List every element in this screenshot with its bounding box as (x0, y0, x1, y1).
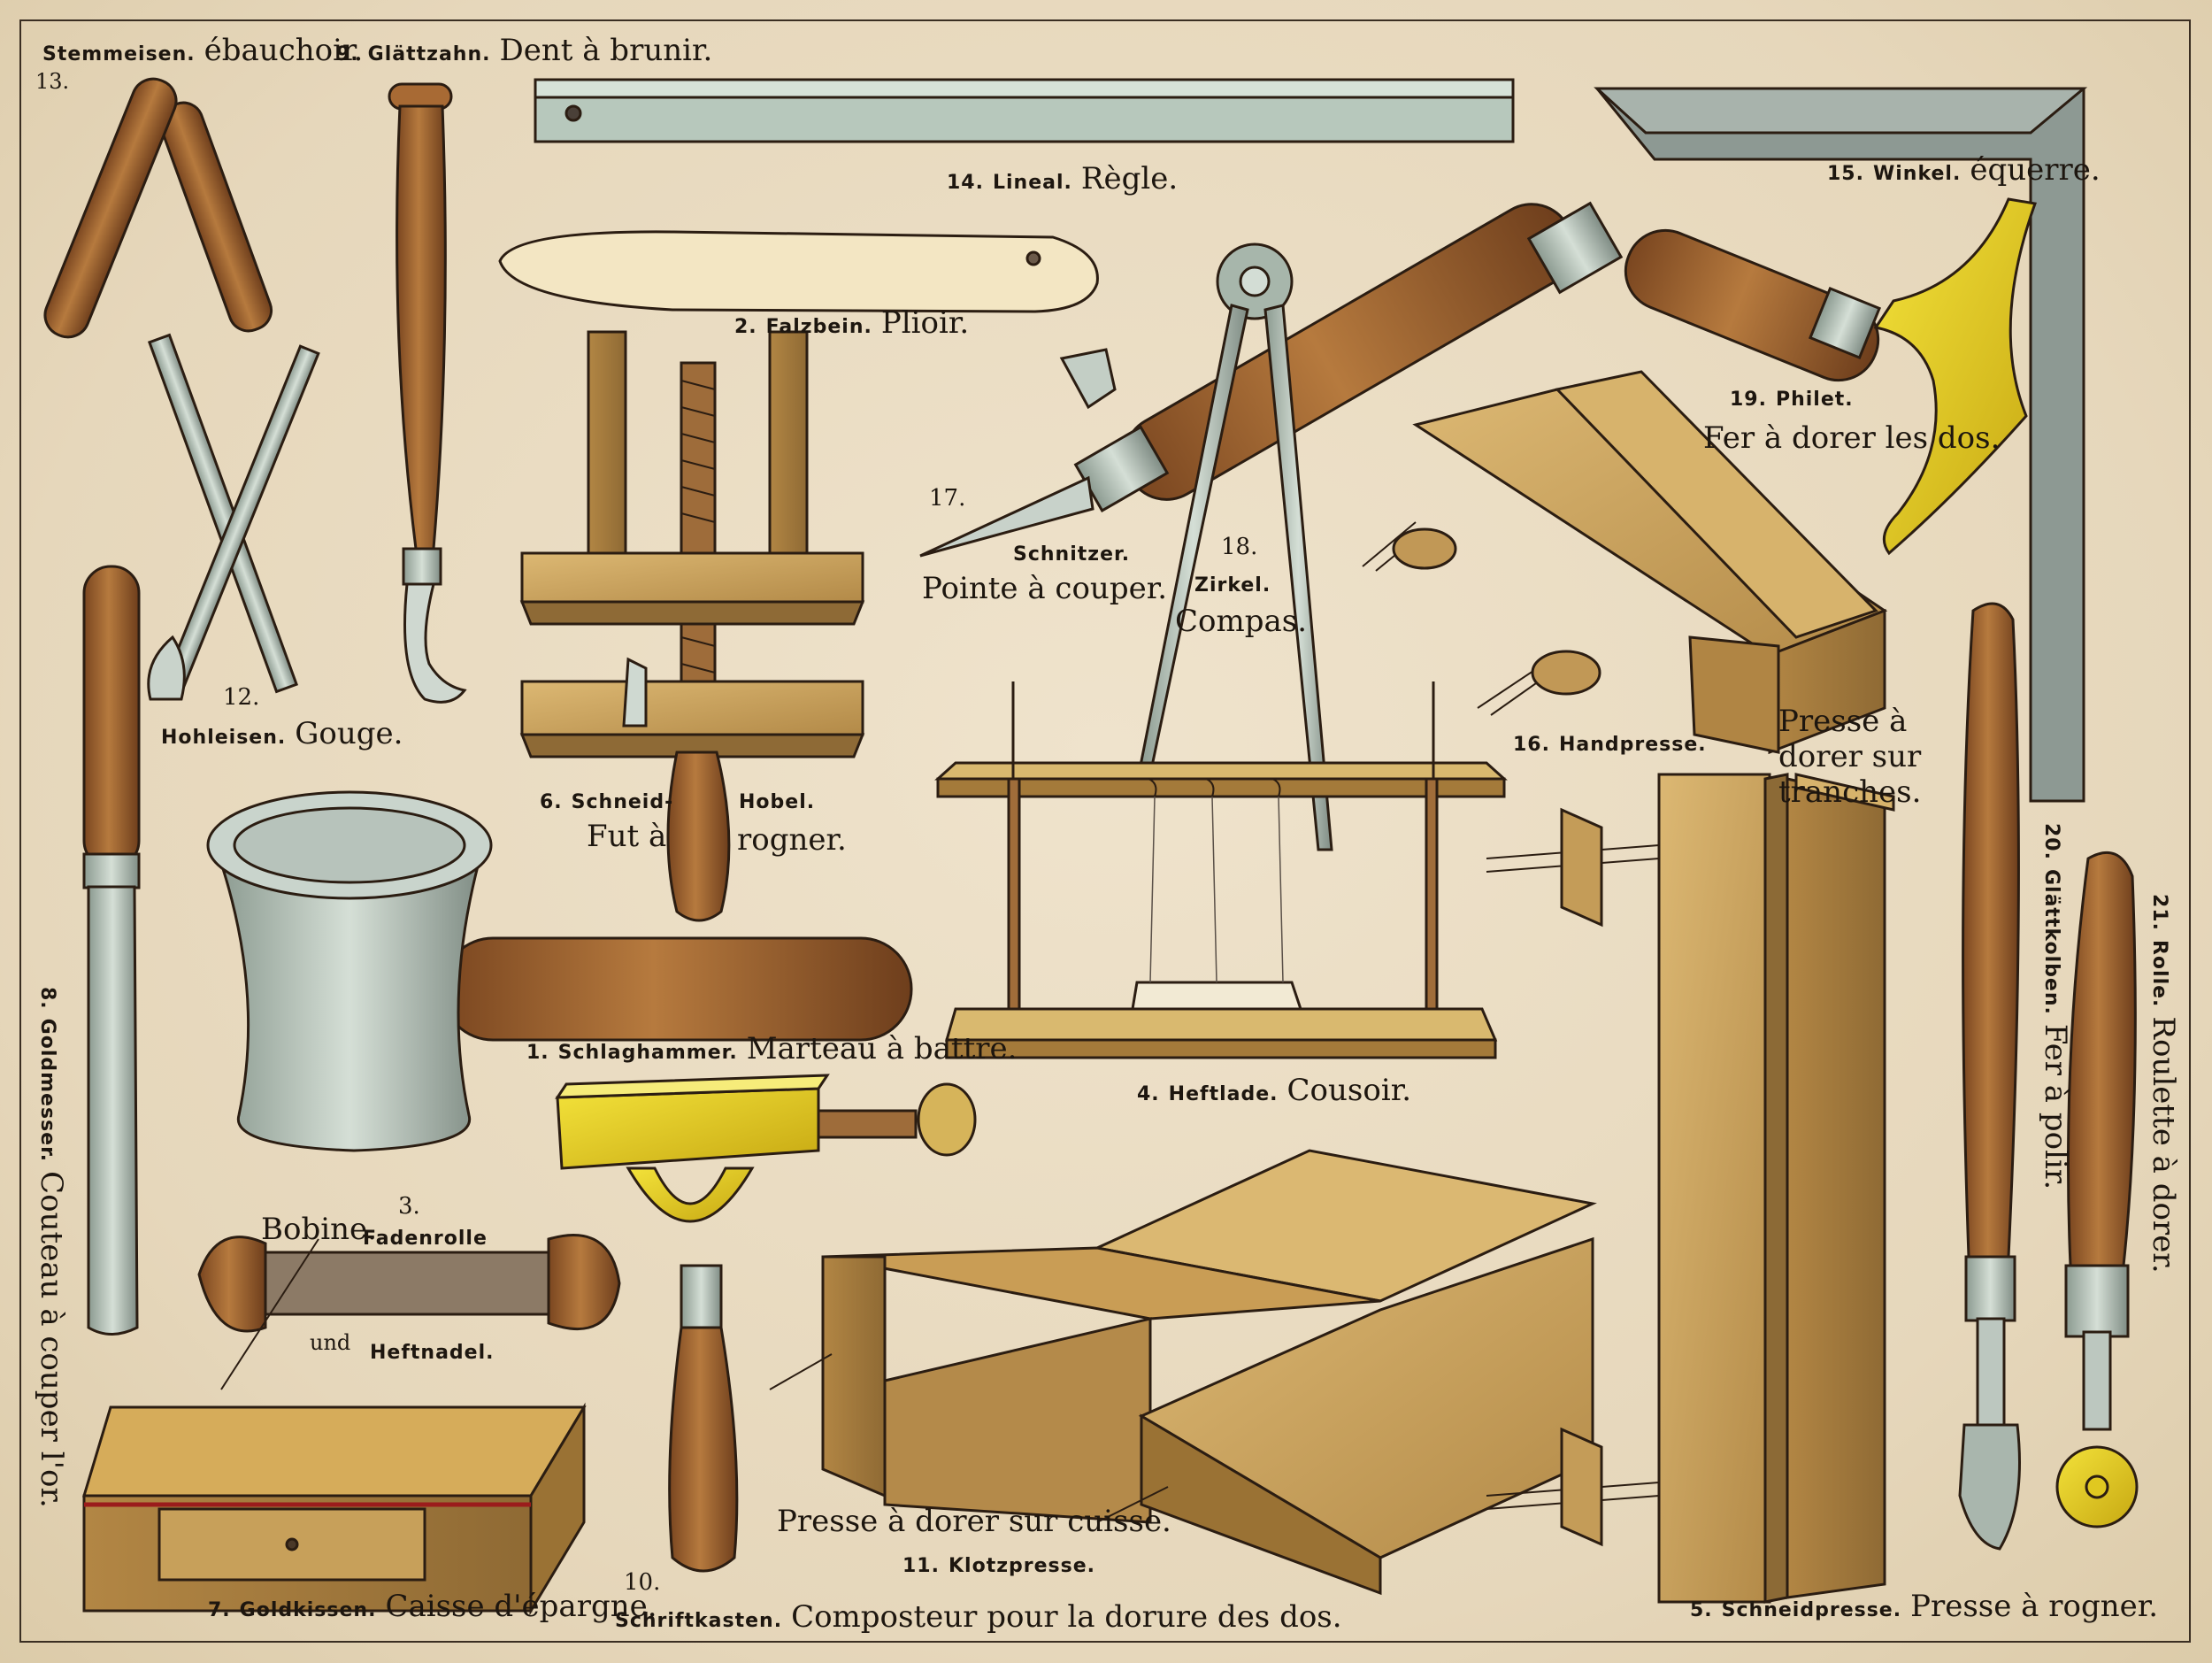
label-11-fr: Presse à dorer sur cuisse. (777, 1504, 1171, 1539)
label-20: 20.Glättkolben.Fer à polir. (2038, 823, 2073, 1190)
gouge-12 (147, 635, 186, 701)
label-12-number: 12. (223, 684, 260, 711)
thread-spool-3 (197, 1234, 621, 1390)
label-3-und: und (310, 1330, 351, 1355)
ruler-14 (534, 78, 1515, 143)
label-1: 1.Schlaghammer.Marteau à battre. (526, 1031, 1018, 1066)
label-8: 8.Goldmesser.Couteau à couper l'or. (34, 987, 69, 1508)
plough-6 (519, 330, 865, 922)
knife-17 (919, 201, 1624, 558)
label-5: 5.Schneidpresse.Presse à rogner. (1690, 1589, 2159, 1624)
label-3-number: 3. (398, 1193, 420, 1220)
label-4: 4.Heftlade.Cousoir. (1137, 1073, 1412, 1108)
label-7: 7.Goldkissen.Caisse d'épargne. (208, 1589, 657, 1624)
label-15: 15.Winkel.équerre. (1827, 152, 2101, 188)
label-6-fr1: Fut à (587, 819, 667, 854)
plate-border (19, 19, 2191, 1643)
label-18-fr: Compas. (1175, 604, 1308, 639)
label-14: 14.Lineal.Règle. (947, 161, 1179, 196)
fillet-19 (1624, 197, 2038, 556)
label-3-de2: Heftnadel. (370, 1342, 495, 1364)
label-16: 16.Handpresse. (1513, 734, 1707, 756)
chisel-13-left (147, 101, 299, 694)
label-12: Hohleisen.Gouge. (161, 716, 403, 751)
label-18-number: 18. (1221, 534, 1258, 560)
label-17: Schnitzer. (1013, 543, 1131, 566)
block-press-11 (769, 1149, 1597, 1596)
gold-knife-8 (82, 565, 141, 1336)
burnisher-9 (388, 82, 467, 704)
compass-18 (1059, 243, 1333, 851)
label-19: 19.Philet. (1730, 389, 1854, 411)
label-21: 21.Rolle.Roulette à dorer. (2146, 894, 2181, 1274)
label-18: Zirkel. (1194, 574, 1271, 597)
sewing-frame-4 (934, 681, 1508, 1059)
chisel-13-right (43, 77, 320, 700)
label-19-fr: Fer à dorer les dos. (1703, 420, 2001, 456)
label-17-fr: Pointe à couper. (922, 571, 1168, 606)
hand-press-16 (1362, 370, 1888, 755)
gilding-roll-21 (2055, 851, 2139, 1528)
label-6: 6.Schneid- (540, 791, 674, 813)
label-13-number: 13. (35, 69, 70, 94)
label-2: 2.Falzbein.Plioir. (734, 305, 970, 341)
label-3: Fadenrolle (363, 1228, 488, 1250)
label-6-de2: Hobel. (739, 791, 816, 813)
polishing-iron-20 (1958, 602, 2021, 1551)
label-13: Stemmeisen.ébauchoir. (42, 33, 364, 68)
label-9: 9.Glättzahn.Dent à brunir. (336, 33, 713, 68)
label-16-fr: Presse à dorer sur tranches. (1778, 704, 1922, 811)
beating-hammer-1 (206, 790, 913, 1152)
label-11: 11.Klotzpresse. (902, 1555, 1095, 1577)
label-6-fr2: rogner. (737, 822, 847, 858)
label-3-fr: Bobine. (261, 1212, 377, 1247)
label-17-number: 17. (929, 485, 966, 512)
label-10-number: 10. (624, 1569, 661, 1596)
type-holder-10 (555, 1074, 977, 1573)
folder-2 (498, 230, 1099, 313)
gold-cushion-7 (81, 1402, 587, 1616)
label-10: Schriftkasten.Composteur pour la dorure … (615, 1599, 1342, 1635)
cutting-press-5 (1486, 773, 1895, 1604)
square-15 (1594, 87, 2088, 803)
